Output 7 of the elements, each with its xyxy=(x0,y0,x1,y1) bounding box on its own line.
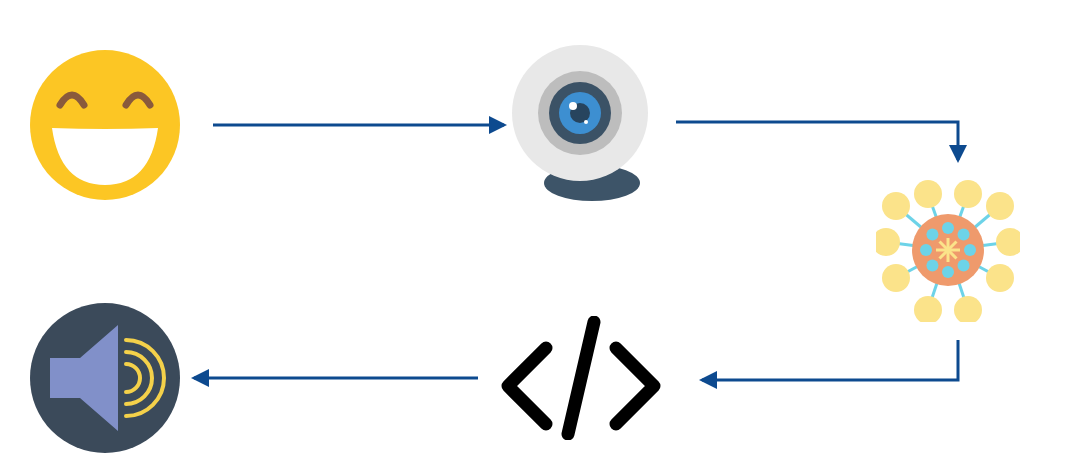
arrow xyxy=(191,369,478,387)
arrow xyxy=(213,116,507,134)
speaker-icon xyxy=(30,303,180,453)
arrow xyxy=(699,340,960,389)
arrow xyxy=(676,120,967,163)
network-icon xyxy=(876,178,1020,322)
laughing-face-icon xyxy=(30,50,180,200)
